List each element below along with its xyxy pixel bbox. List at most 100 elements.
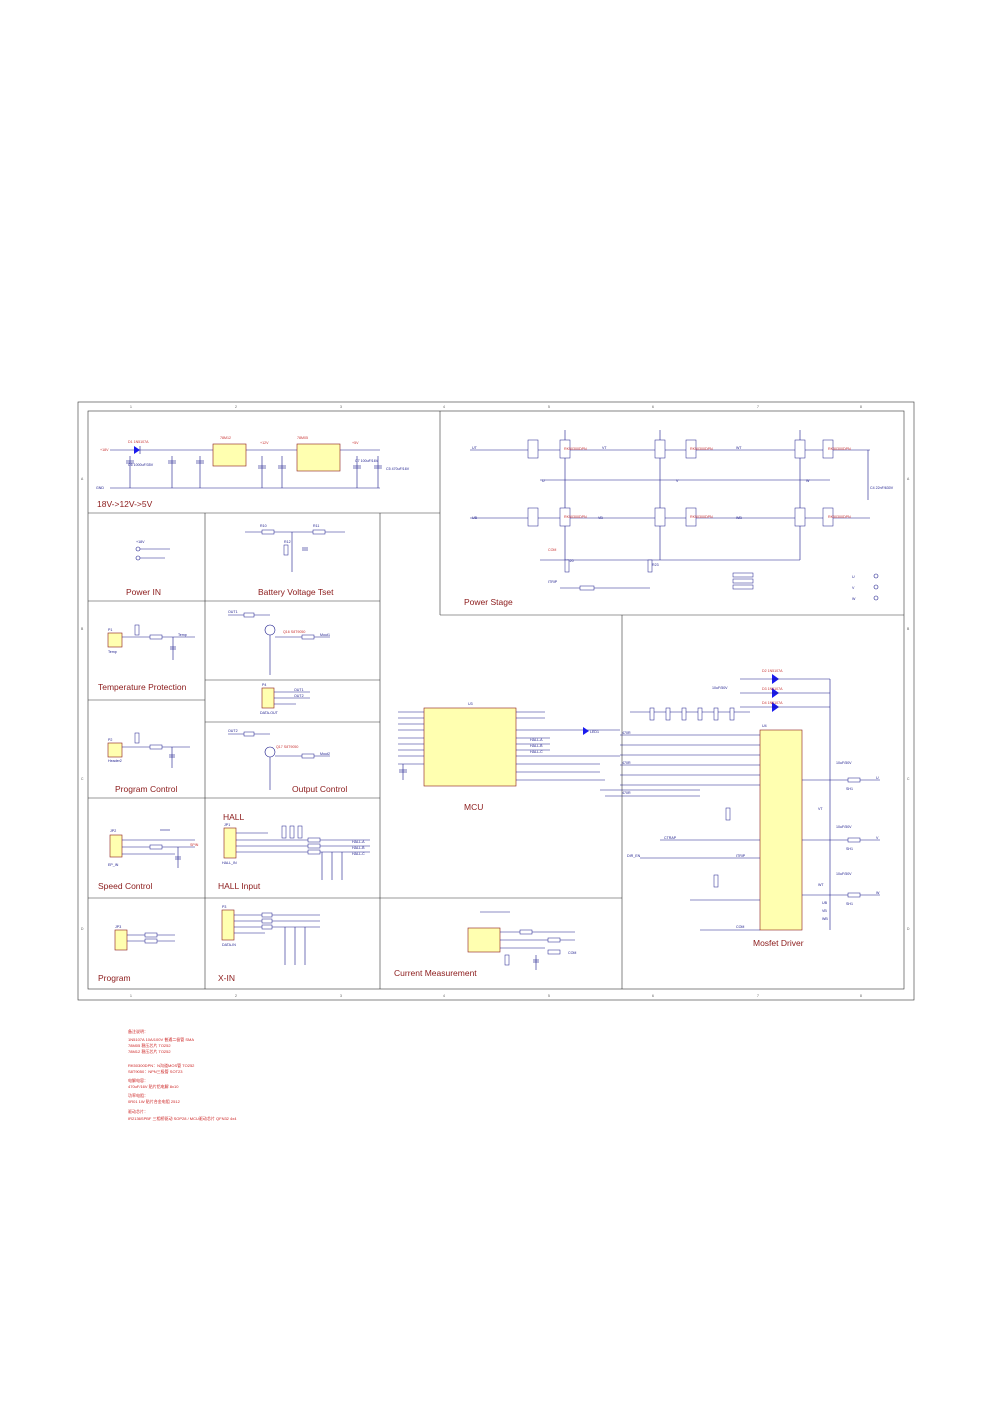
jp1-label: JP1 xyxy=(224,823,230,827)
r-xin-2 xyxy=(261,918,273,924)
r-prog-1 xyxy=(144,932,158,938)
battery-title: Battery Voltage Tset xyxy=(258,587,334,597)
mcu-title: MCU xyxy=(464,802,483,812)
note-6: 电解电容： xyxy=(128,1077,148,1083)
hall-c-net: HALL-C xyxy=(352,852,365,856)
section-dividers xyxy=(88,411,904,989)
current-section: COM Current Measurement xyxy=(394,911,576,978)
terminal-w xyxy=(873,595,879,601)
c7-label: C7 100uF/16V xyxy=(355,459,379,463)
mosfet-w-top xyxy=(794,439,806,459)
jp2-label: JP2 xyxy=(110,829,116,833)
power-in-terminal-2 xyxy=(135,555,141,561)
data-in-label: DATA-IN xyxy=(222,943,236,947)
temperature-title: Temperature Protection xyxy=(98,682,187,692)
r20 xyxy=(564,559,570,573)
svg-text:6: 6 xyxy=(652,994,654,998)
data-out2-net: OUT2 xyxy=(294,694,304,698)
mosfet-w-bot xyxy=(794,507,806,527)
terminal-u xyxy=(873,573,879,579)
d4-label: D4 1N5107A xyxy=(762,701,783,705)
note-5: S8T9050：NPN三极管 SOT23 xyxy=(128,1068,183,1074)
supply-section: D1 1N5107A 78M12 78M05 C6 1000uF/35V C5 … xyxy=(96,436,410,509)
svg-text:B: B xyxy=(81,627,84,631)
svg-text:B: B xyxy=(907,627,910,631)
q16-label: Q16 S8T9050 xyxy=(283,630,305,634)
mosfet-driver-title: Mosfet Driver xyxy=(753,938,804,948)
driver-u4 xyxy=(759,729,803,931)
svg-text:7: 7 xyxy=(757,994,759,998)
mos-label-2: RK50300DPN xyxy=(690,447,713,451)
connector-p1 xyxy=(107,632,123,648)
r12-label: R12 xyxy=(284,540,291,544)
r-cm-4 xyxy=(504,954,510,966)
r-hall-b xyxy=(289,825,295,839)
r-temp-pullup xyxy=(134,624,140,636)
r23-label: R23 xyxy=(652,563,659,567)
r20-label: R20 xyxy=(567,559,574,563)
r470-1: 470R xyxy=(622,731,631,735)
p2-label: P2 xyxy=(108,738,112,742)
c-boot-2: 10uF/50V xyxy=(836,825,852,829)
led1-label: LED1 xyxy=(590,730,599,734)
r-hall-s1 xyxy=(307,837,321,843)
net-vt: VT xyxy=(602,446,607,450)
svg-text:3: 3 xyxy=(340,405,342,409)
q17-label: Q17 S8T9050 xyxy=(276,745,298,749)
connector-jp1 xyxy=(223,827,237,859)
data-out-net: DATA-OUT xyxy=(260,711,279,715)
drv-wt-net: WT xyxy=(818,883,824,887)
net-u: U xyxy=(542,479,545,483)
net-ub: UB xyxy=(472,516,478,520)
u1-label: 78M05 xyxy=(297,436,308,440)
u2-label: 78M12 xyxy=(220,436,231,440)
svg-text:1: 1 xyxy=(130,405,132,409)
svg-text:6: 6 xyxy=(652,405,654,409)
program-title: Program xyxy=(98,973,131,983)
d1-label: D1 1N5107A xyxy=(128,440,149,444)
net-w: W xyxy=(806,479,810,483)
c-vcc-label: 10uF/50V xyxy=(712,686,728,690)
r-hall-s2 xyxy=(307,843,321,849)
r-prog-pullup xyxy=(134,732,140,744)
com-drv-net: COM xyxy=(736,925,744,929)
u4-label: U4 xyxy=(762,724,767,728)
note-0: 备注说明： xyxy=(128,1028,148,1034)
pwr12-net: +12V xyxy=(260,441,269,445)
r-hall-c xyxy=(297,825,303,839)
r-xin-3 xyxy=(261,924,273,930)
mos-label-1: RK50300DPN xyxy=(564,447,587,451)
power-in-terminal-1 xyxy=(135,546,141,552)
r-bias-4 xyxy=(697,707,703,721)
r-cm-3 xyxy=(547,949,561,955)
mcu-section: U3 LED1 HALL-A HALL-B HALL-C MCU xyxy=(398,702,620,812)
temp-net: Temp xyxy=(108,650,117,654)
ep-in-label: EP_IN xyxy=(108,863,119,867)
c5-label: C5 470uF/16V xyxy=(386,467,410,471)
hall-b-net: HALL-B xyxy=(352,846,365,850)
jp3-label: JP3 xyxy=(115,925,121,929)
led-led1 xyxy=(583,727,589,735)
p4-label: P4 xyxy=(262,683,266,687)
x-in-title: X-IN xyxy=(218,973,235,983)
mosfet-v-top xyxy=(654,439,666,459)
net-wb: WB xyxy=(736,516,742,520)
svg-text:C: C xyxy=(81,777,84,781)
r-out1 xyxy=(243,612,255,618)
svg-text:A: A xyxy=(81,477,84,481)
r470-3: 470R xyxy=(622,791,631,795)
hall-input-title: HALL Input xyxy=(218,881,261,891)
mosfet-v-bot xyxy=(654,507,666,527)
battery-section: R10 R11 R12 Battery Voltage Tset xyxy=(245,524,345,597)
drv-vb-net: VB xyxy=(822,909,827,913)
mosfet-u-bot-b xyxy=(559,507,571,527)
power-stage-section: RK50300DPN RK50300DPN RK50300DPN RK50300… xyxy=(464,430,894,607)
note-8: 功率电阻： xyxy=(128,1092,148,1098)
x-in-section: P3 DATA-IN X-IN xyxy=(218,905,320,983)
r10 xyxy=(261,529,275,535)
mout2-net: Mout2 xyxy=(320,752,330,756)
connector-p4 xyxy=(261,687,275,709)
r-prog-2 xyxy=(144,938,158,944)
r-bias-2 xyxy=(665,707,671,721)
